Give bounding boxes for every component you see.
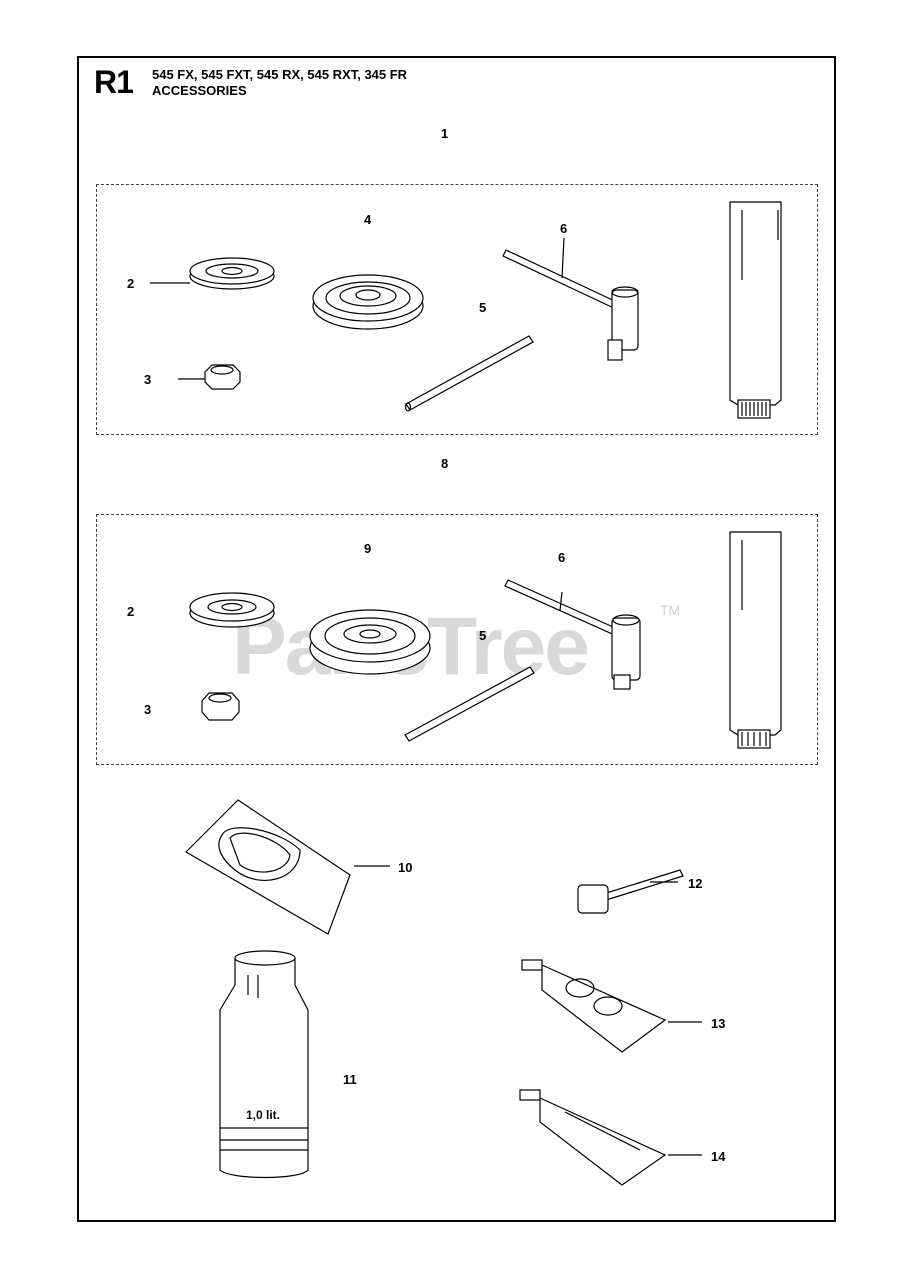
callout-9[interactable]: 9 (364, 541, 372, 556)
callout-10[interactable]: 10 (398, 860, 413, 875)
wrench-part-12[interactable] (577, 869, 684, 914)
section-code: R1 (94, 64, 134, 100)
callout-8[interactable]: 8 (441, 456, 449, 471)
callout-2b[interactable]: 2 (127, 604, 135, 619)
callout-11[interactable]: 11 (343, 1072, 357, 1087)
callout-6a[interactable]: 6 (560, 221, 568, 236)
drawing-frame (77, 56, 836, 1222)
washer-part-2b[interactable] (189, 592, 275, 628)
callout-13[interactable]: 13 (711, 1016, 726, 1031)
callout-3b[interactable]: 3 (144, 702, 152, 717)
grease-tube-part-8[interactable] (729, 531, 782, 749)
combination-wrench-part-6a[interactable] (502, 237, 639, 361)
watermark-tm: TM (660, 602, 681, 618)
callout-4[interactable]: 4 (364, 212, 372, 227)
grease-tube-part-1[interactable] (729, 201, 782, 419)
bottle-volume-label: 1,0 lit. (246, 1108, 281, 1122)
oil-bottle-part-11[interactable] (219, 950, 309, 1179)
callout-5a[interactable]: 5 (479, 300, 487, 315)
callout-14[interactable]: 14 (711, 1149, 726, 1164)
callout-3a[interactable]: 3 (144, 372, 152, 387)
locking-pin-part-5b[interactable] (404, 666, 535, 742)
callout-12[interactable]: 12 (688, 876, 703, 891)
callout-5b[interactable]: 5 (479, 628, 487, 643)
washer-part-2a[interactable] (150, 257, 275, 290)
nut-part-3b[interactable] (201, 692, 240, 721)
thrust-sleeve-part-4[interactable] (312, 274, 424, 330)
harness-part-10[interactable] (185, 799, 390, 935)
grease-tube-part-13[interactable] (521, 959, 702, 1053)
locking-pin-part-5a[interactable] (404, 335, 534, 412)
kit-group-8-box (96, 514, 818, 765)
combination-wrench-part-6b[interactable] (504, 579, 641, 690)
callout-1[interactable]: 1 (441, 126, 449, 141)
thrust-sleeve-part-9[interactable] (309, 609, 431, 675)
callout-6b[interactable]: 6 (558, 550, 566, 565)
nut-part-3a[interactable] (178, 364, 241, 390)
callout-2a[interactable]: 2 (127, 276, 135, 291)
model-list: 545 FX, 545 FXT, 545 RX, 545 RXT, 345 FR (152, 67, 408, 82)
kit-group-1-box (96, 184, 818, 435)
section-title: ACCESSORIES (152, 83, 247, 98)
grease-tube-part-14[interactable] (519, 1089, 702, 1186)
